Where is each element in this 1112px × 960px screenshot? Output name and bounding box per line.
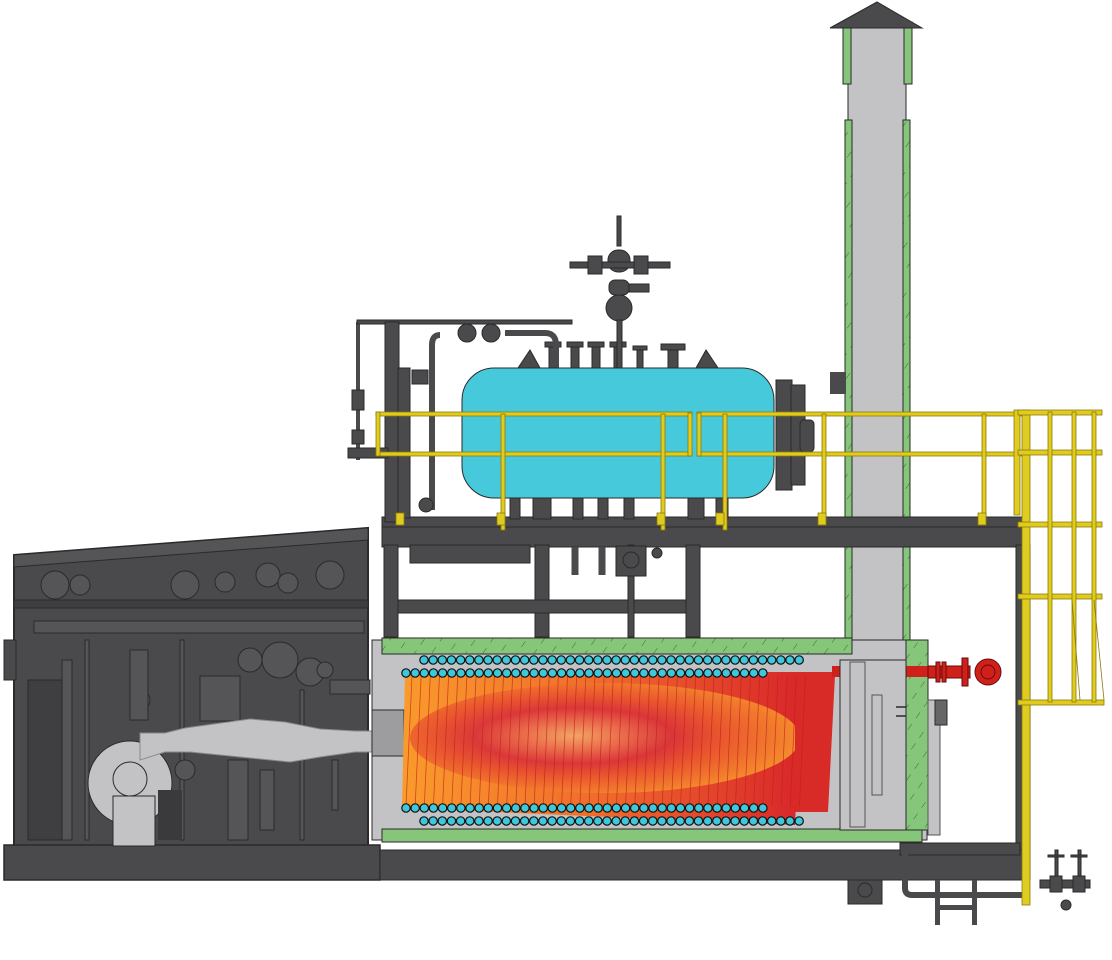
drum-valves [347,215,815,577]
blower [87,740,196,847]
drain-valves [1039,849,1091,911]
ladder-cage [1013,409,1105,906]
steam-drum [461,367,775,499]
stack [829,1,924,648]
coil-tubes [401,655,804,826]
rain-cap [829,1,924,29]
platform-handrail [375,411,1023,531]
burner-skid [3,526,381,881]
outlet-flange [927,657,1002,687]
